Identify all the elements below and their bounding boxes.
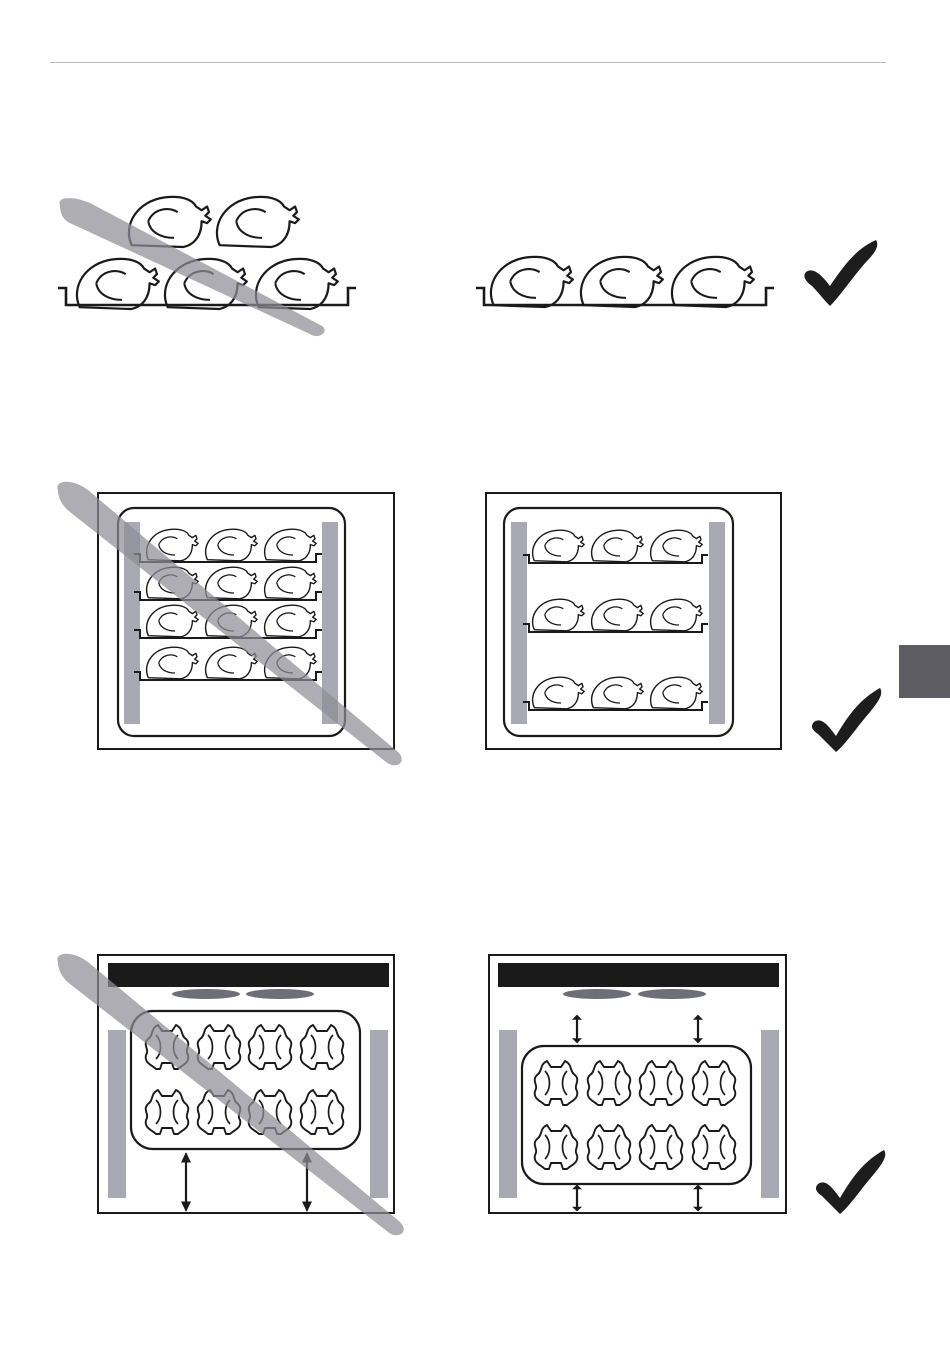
roast-chicken-icon [535,1061,578,1105]
section-tab [899,645,950,698]
oven-lamp [563,989,631,999]
double-arrow-icon [572,1015,582,1044]
roast-chicken-icon [206,567,258,599]
roast-chicken-icon [301,1025,344,1069]
roast-chicken-icon [265,605,317,637]
roast-chicken-icon [535,1125,578,1169]
oven-lamp [172,989,240,999]
oven-lamp [246,989,314,999]
roast-chicken-icon [651,677,703,709]
roast-chicken-icon [206,529,258,561]
double-arrow-icon [181,1152,191,1212]
rack-rail [370,1030,388,1198]
roast-chicken-icon [533,599,585,631]
roast-chicken-icon [693,1061,736,1105]
checkmark-icon [812,688,881,752]
roast-chicken-icon [592,599,644,631]
roast-chicken-icon [533,677,585,709]
roast-chicken-icon [147,605,199,637]
checkmark-icon [804,240,877,306]
strike-through-icon [57,482,401,766]
roast-chicken-icon [249,1025,292,1069]
oven-frame [98,955,394,1213]
roast-chicken-icon [588,1061,631,1105]
chickens-top-view [535,1061,736,1169]
roast-chicken-icon [640,1061,683,1105]
roast-chicken-icon [491,257,754,307]
double-arrow-icon [693,1185,703,1212]
roast-chicken-icon [146,1090,189,1134]
roast-chicken-icon [301,1090,344,1134]
oven-frame [489,955,786,1213]
spaced-shelves [523,530,708,710]
heating-element-bar [108,963,389,987]
shelf-spacing-wrong [57,482,401,766]
roast-chicken-icon [651,530,703,562]
roast-chicken-icon [592,530,644,562]
roast-chicken-icon [77,197,338,309]
roast-chicken-icon [533,530,585,562]
double-arrow-icon [572,1185,582,1212]
roast-chicken-icon [693,1125,736,1169]
tray-position-right [489,955,885,1214]
heating-element-bar [498,963,779,987]
tray-position-wrong [57,954,403,1236]
rack-rail [709,522,725,724]
roast-chicken-icon [640,1125,683,1169]
double-arrow-icon [693,1015,703,1044]
oven-lamp [638,989,706,999]
shelf-spacing-right [486,493,881,752]
checkmark-icon [816,1150,885,1214]
roast-chicken-icon [651,599,703,631]
tray-stacking-wrong [58,197,356,336]
top-divider [50,62,886,63]
roast-chicken-icon [265,529,317,561]
crowded-shelves [134,529,322,680]
roast-chicken-icon [592,677,644,709]
rack-rail [761,1030,779,1198]
rack-rail [108,1030,126,1198]
roast-chicken-icon [265,567,317,599]
roast-chicken-icon [147,647,199,679]
tray-stacking-right [476,240,877,307]
roast-chicken-icon [588,1125,631,1169]
rack-rail [499,1030,517,1198]
